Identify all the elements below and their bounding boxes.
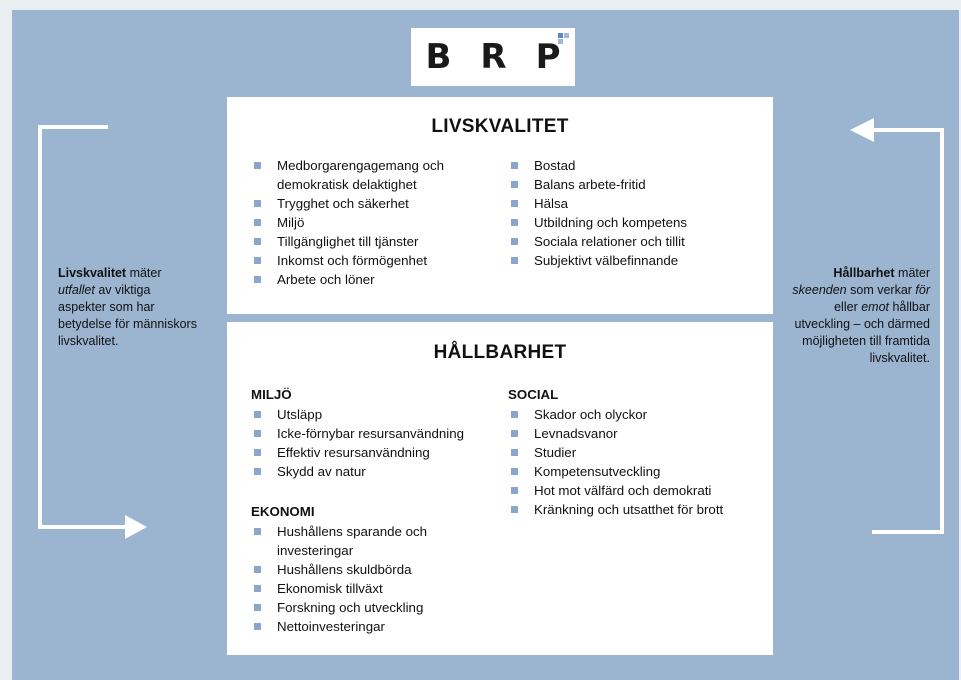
- bullet-square-icon: [511, 257, 518, 264]
- logo-letter-b: B: [425, 37, 452, 77]
- miljo-heading: MILJÖ: [251, 387, 292, 402]
- bullet-square-icon: [511, 200, 518, 207]
- livskvalitet-left-list: Medborgarengagemang och demokratisk dela…: [251, 156, 501, 289]
- list-item: Balans arbete-fritid: [508, 175, 758, 194]
- list-item: Subjektivt välbefinnande: [508, 251, 758, 270]
- bullet-square-icon: [511, 430, 518, 437]
- bullet-square-icon: [511, 487, 518, 494]
- right-note-text-3: eller: [834, 300, 862, 314]
- logo-letter-p: P: [535, 33, 570, 77]
- brp-logo: B R P: [411, 28, 575, 86]
- left-note: Livskvalitet mäter utfallet av viktiga a…: [58, 265, 198, 350]
- livskvalitet-box: LIVSKVALITET Medborgarengagemang och dem…: [227, 97, 773, 314]
- left-note-bold: Livskvalitet: [58, 266, 127, 280]
- livskvalitet-right-list: Bostad Balans arbete-fritid Hälsa Utbild…: [508, 156, 758, 270]
- right-note: Hållbarhet mäter skeenden som verkar för…: [780, 265, 930, 367]
- logo-letter-p-text: P: [535, 37, 561, 77]
- bullet-square-icon: [254, 449, 261, 456]
- list-item: Miljö: [251, 213, 501, 232]
- bullet-square-icon: [254, 623, 261, 630]
- list-item: Effektiv resursanvändning: [251, 443, 511, 462]
- logo-letter-r: R: [480, 37, 507, 77]
- livskvalitet-title: LIVSKVALITET: [431, 116, 569, 137]
- right-note-italic-3: emot: [861, 300, 889, 314]
- hallbarhet-box: HÅLLBARHET MILJÖ Utsläpp Icke-förnybar r…: [227, 322, 773, 655]
- bullet-square-icon: [254, 430, 261, 437]
- right-note-text-2: som verkar: [846, 283, 916, 297]
- list-item: Kränkning och utsatthet för brott: [508, 500, 770, 519]
- logo-plus-accent-icon: [558, 33, 570, 45]
- right-note-text-1: mäter: [894, 266, 930, 280]
- bullet-square-icon: [254, 604, 261, 611]
- bullet-square-icon: [511, 162, 518, 169]
- list-item: Kompetensutveckling: [508, 462, 770, 481]
- bullet-square-icon: [254, 411, 261, 418]
- list-item: Sociala relationer och tillit: [508, 232, 758, 251]
- bullet-square-icon: [254, 162, 261, 169]
- list-item: Hushållens skuldbörda: [251, 560, 491, 579]
- bullet-square-icon: [254, 238, 261, 245]
- bullet-square-icon: [511, 468, 518, 475]
- social-heading: SOCIAL: [508, 387, 559, 402]
- hallbarhet-title: HÅLLBARHET: [433, 342, 567, 363]
- right-arrowhead-icon: [850, 118, 874, 142]
- list-item: Ekonomisk tillväxt: [251, 579, 491, 598]
- bullet-square-icon: [511, 219, 518, 226]
- bullet-square-icon: [254, 257, 261, 264]
- list-item: Tillgänglighet till tjänster: [251, 232, 501, 251]
- list-item: Hushållens sparande och investeringar: [251, 522, 491, 560]
- list-item: Icke-förnybar resursanvändning: [251, 424, 511, 443]
- bullet-square-icon: [254, 200, 261, 207]
- list-item: Inkomst och förmögenhet: [251, 251, 501, 270]
- bullet-square-icon: [511, 411, 518, 418]
- list-item: Arbete och löner: [251, 270, 501, 289]
- list-item: Skydd av natur: [251, 462, 511, 481]
- list-item: Hot mot välfärd och demokrati: [508, 481, 770, 500]
- right-arrow-line: [872, 128, 944, 534]
- left-arrowhead-icon: [125, 515, 147, 539]
- left-arrow-line: [38, 125, 126, 529]
- left-note-italic: utfallet: [58, 283, 95, 297]
- bullet-square-icon: [511, 506, 518, 513]
- bullet-square-icon: [511, 449, 518, 456]
- right-note-bold: Hållbarhet: [833, 266, 895, 280]
- bullet-square-icon: [254, 528, 261, 535]
- list-item: Nettoinvesteringar: [251, 617, 491, 636]
- bullet-square-icon: [511, 181, 518, 188]
- right-note-italic-2: för: [915, 283, 930, 297]
- list-item: Bostad: [508, 156, 758, 175]
- list-item: Utsläpp: [251, 405, 511, 424]
- bullet-square-icon: [254, 468, 261, 475]
- social-list: Skador och olyckor Levnadsvanor Studier …: [508, 405, 770, 519]
- miljo-list: Utsläpp Icke-förnybar resursanvändning E…: [251, 405, 511, 481]
- bullet-square-icon: [254, 585, 261, 592]
- list-item: Medborgarengagemang och demokratisk dela…: [251, 156, 501, 194]
- right-note-text-4: hållbar utveckling – och därmed möjlighe…: [794, 300, 931, 365]
- list-item: Levnadsvanor: [508, 424, 770, 443]
- list-item: Trygghet och säkerhet: [251, 194, 501, 213]
- bullet-square-icon: [254, 566, 261, 573]
- bullet-square-icon: [511, 238, 518, 245]
- ekonomi-list: Hushållens sparande och investeringar Hu…: [251, 522, 491, 636]
- list-item: Hälsa: [508, 194, 758, 213]
- bullet-square-icon: [254, 219, 261, 226]
- left-note-text-2: av viktiga aspekter som har betydelse fö…: [58, 283, 197, 348]
- list-item: Utbildning och kompetens: [508, 213, 758, 232]
- ekonomi-heading: EKONOMI: [251, 504, 315, 519]
- bullet-square-icon: [254, 276, 261, 283]
- list-item: Forskning och utveckling: [251, 598, 491, 617]
- list-item: Studier: [508, 443, 770, 462]
- list-item: Skador och olyckor: [508, 405, 770, 424]
- left-note-text-1: mäter: [126, 266, 162, 280]
- right-note-italic-1: skeenden: [792, 283, 847, 297]
